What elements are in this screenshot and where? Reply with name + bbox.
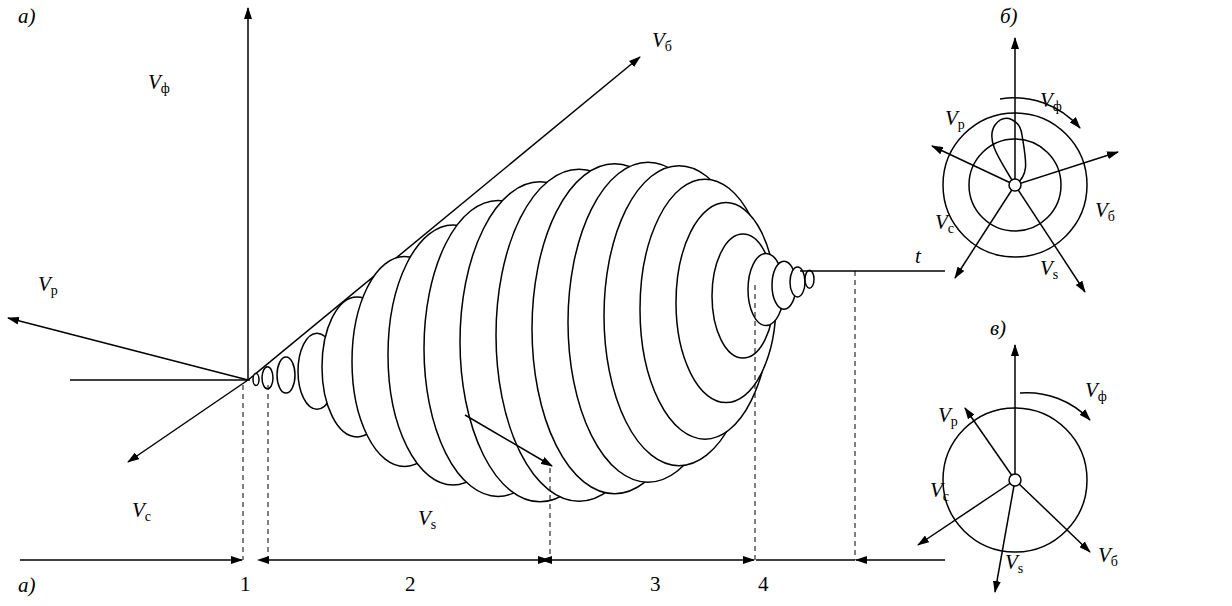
stage-number: 1 xyxy=(240,574,251,595)
vector-arrow xyxy=(128,380,248,462)
part-label: а) xyxy=(18,575,36,596)
vector-arrow xyxy=(465,415,552,466)
vector-label: Vs xyxy=(1005,552,1023,576)
part-label: а) xyxy=(18,6,36,27)
vector-label: Vс xyxy=(132,500,151,524)
stage-number: 3 xyxy=(650,574,661,595)
vector-label: Vр xyxy=(945,108,965,132)
section-b xyxy=(932,38,1118,292)
vector-arrow xyxy=(247,8,249,380)
section-c xyxy=(918,345,1090,592)
vector-label: Vs xyxy=(418,508,436,532)
vector-label: Vs xyxy=(1040,258,1058,282)
vector-label: Vб xyxy=(1095,200,1115,224)
vector-label: Vб xyxy=(652,30,672,54)
vector-label: Vс xyxy=(935,212,954,236)
vector-label: Vф xyxy=(148,72,170,96)
vector-label: Vр xyxy=(938,405,958,429)
vector-label: Vф xyxy=(1040,90,1062,114)
axis-line xyxy=(800,270,945,272)
vector-label: Vф xyxy=(1085,380,1107,404)
stage-number: 4 xyxy=(758,574,769,595)
part-label: t xyxy=(915,246,921,267)
vector-label: Vр xyxy=(38,274,58,298)
body-rings xyxy=(253,162,814,502)
part-label: б) xyxy=(1000,6,1018,27)
stage-number: 2 xyxy=(405,574,416,595)
axis-line xyxy=(70,379,250,381)
vector-arrow xyxy=(8,318,248,380)
vector-label: Vб xyxy=(1098,545,1118,569)
part-label: в) xyxy=(990,318,1006,339)
vector-label: Vс xyxy=(930,480,949,504)
